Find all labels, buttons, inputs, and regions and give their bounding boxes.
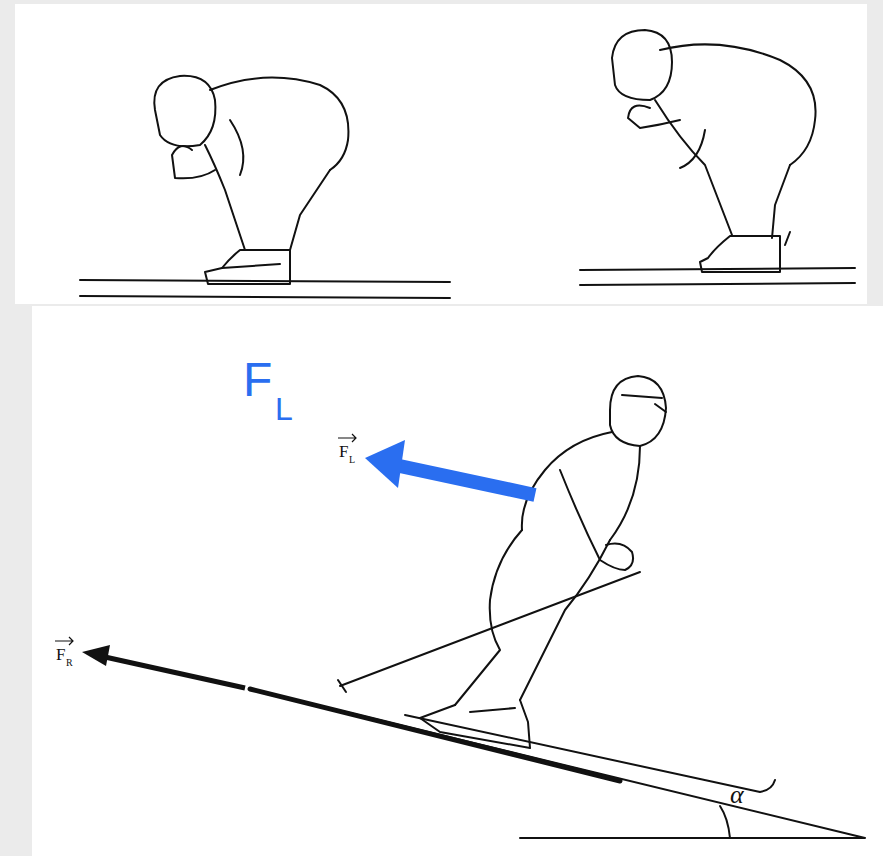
vector-subscript: R [66,658,73,668]
skier-on-slope [250,376,865,838]
top-panel [15,4,867,304]
bottom-panel [32,306,883,856]
tuck-skier-right [580,30,855,285]
vector-symbol: F [339,443,348,460]
angle-label: α [730,782,744,808]
tuck-skier-left [80,76,450,298]
vector-symbol: F [56,646,65,663]
vector-subscript: L [349,455,355,465]
force-arrows [55,434,535,688]
force-symbol: F [243,356,272,404]
force-subscript: L [275,393,293,425]
